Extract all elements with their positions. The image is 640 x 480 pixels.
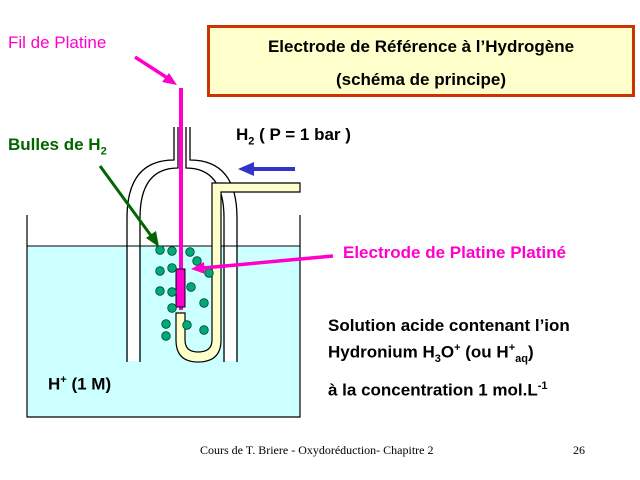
sol-sub-aq: aq <box>515 353 528 366</box>
title-line2: (schéma de principe) <box>335 70 507 89</box>
title-box: Electrode de Référence à l’Hydrogène (sc… <box>207 25 635 97</box>
label-bulles-sub: 2 <box>100 145 107 158</box>
beaker <box>26 215 301 418</box>
bell-wall-left <box>128 247 139 361</box>
concentration-text: à la concentration 1 mol.L <box>328 380 538 400</box>
wire-pointer-head <box>162 73 177 85</box>
h2-flow-head <box>238 162 254 176</box>
bubbles-pointer-head <box>146 231 159 247</box>
label-h2-sub: 2 <box>248 135 255 148</box>
hplus-h: H <box>48 374 61 394</box>
electrode-pointer-line <box>202 254 334 270</box>
label-electrode-platine: Electrode de Platine Platiné <box>343 243 566 262</box>
electrode-pointer-head <box>191 262 205 274</box>
concentration-sup: -1 <box>537 380 548 392</box>
label-bulles-h2: Bulles de H2 <box>8 135 107 157</box>
hplus-conc: (1 M) <box>66 374 112 394</box>
sol-sup-plus1: + <box>454 342 461 354</box>
bubbles-pointer-line <box>98 165 154 238</box>
sol-o: O <box>440 342 455 362</box>
bell-outer-right <box>189 127 238 362</box>
bell-inner-left <box>139 127 179 362</box>
sol-close-paren: ) <box>527 342 534 362</box>
sol-sub-3: 3 <box>434 353 441 366</box>
sol-hydronium: Hydronium H <box>328 342 435 362</box>
hplus-sup: + <box>60 374 67 386</box>
label-h2-pressure: H2 ( P = 1 bar ) <box>236 125 351 147</box>
sol-ou-h: (ou H <box>460 342 509 362</box>
sol-sup-plus2: + <box>508 342 516 354</box>
label-hplus-1m: H+ (1 M) <box>48 374 111 395</box>
label-h2-text: H <box>236 125 249 144</box>
h2-inlet-tube <box>175 182 301 363</box>
footer-course: Cours de T. Briere - Oxydoréduction- Cha… <box>200 443 434 457</box>
wire-pointer-line <box>134 55 170 81</box>
label-bulles-text: Bulles de H <box>8 135 101 154</box>
bell-inner-right <box>185 127 225 362</box>
label-solution-line2: Hydronium H3O+ (ou H+aq) <box>328 342 534 365</box>
bell-outer-left <box>126 127 175 362</box>
label-concentration: à la concentration 1 mol.L-1 <box>328 380 548 401</box>
platinum-wire <box>179 88 183 310</box>
label-h2-pressure-text: ( P = 1 bar ) <box>254 125 351 144</box>
h2-bubbles <box>155 245 214 341</box>
label-solution-line1: Solution acide contenant l’ion <box>328 316 570 335</box>
footer-page-number: 26 <box>573 443 585 457</box>
label-fil-de-platine: Fil de Platine <box>8 33 107 52</box>
platinized-electrode <box>175 268 186 308</box>
bell-wall-right <box>225 247 236 361</box>
acid-solution <box>27 246 300 417</box>
title-line1: Electrode de Référence à l’Hydrogène <box>267 37 575 56</box>
